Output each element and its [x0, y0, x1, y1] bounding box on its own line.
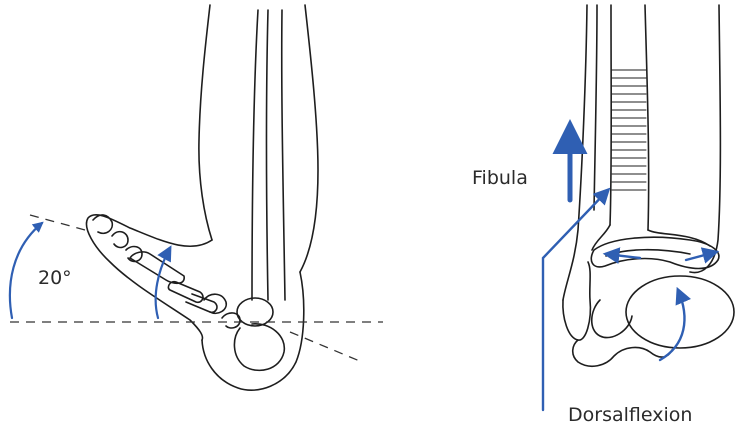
- leg-outline: [199, 5, 318, 272]
- leader-line: [543, 190, 608, 410]
- interosseous-hatching: [612, 70, 646, 190]
- anterior-ankle-view: [563, 5, 734, 366]
- lateral-malleolus: [563, 262, 590, 340]
- talar-dome: [591, 237, 719, 268]
- dorsiflexion-arrow-right: [660, 290, 684, 360]
- fibula-shaft: [563, 5, 587, 300]
- fibula-bone: [282, 10, 285, 300]
- tibia-outer: [690, 5, 720, 273]
- calcaneus-bone: [234, 324, 284, 371]
- fibula-label: Fibula: [472, 167, 528, 189]
- tibia-bone: [252, 10, 268, 300]
- angle-label: 20°: [38, 267, 72, 289]
- talus-left-arrow: [606, 254, 640, 258]
- fibula-inner: [594, 5, 597, 210]
- dorsiflexion-label: Dorsalflexion: [568, 404, 692, 426]
- metatarsals: [130, 252, 217, 312]
- heel-outline: [202, 272, 304, 390]
- lateral-foot-view: [87, 5, 318, 390]
- talus-right-arrow: [686, 252, 716, 260]
